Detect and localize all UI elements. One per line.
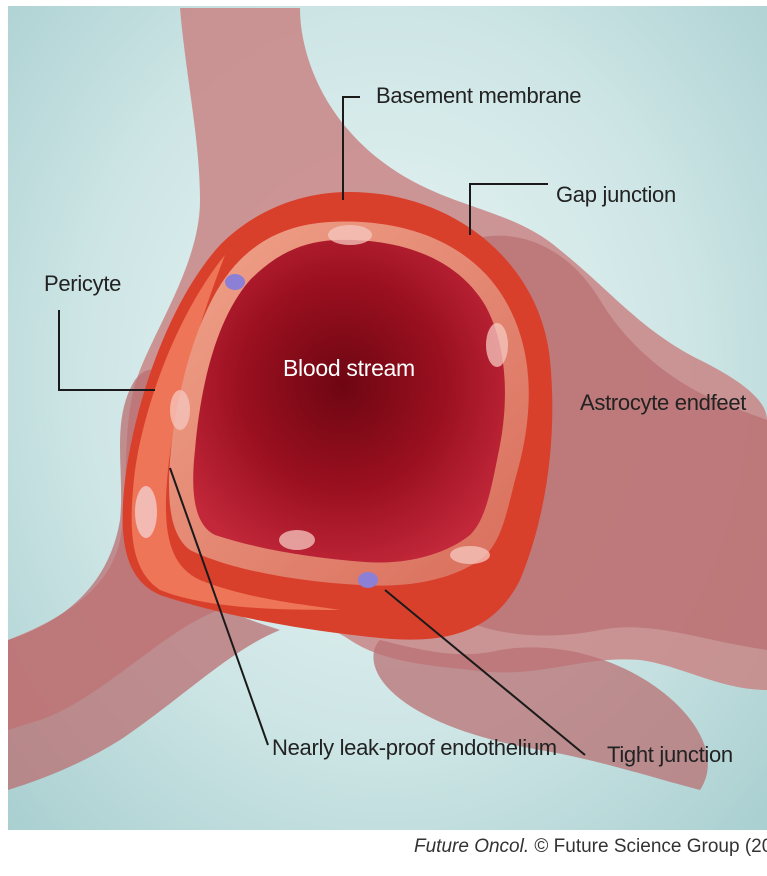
label-astrocyte-endfeet: Astrocyte endfeet: [580, 390, 746, 416]
label-blood-stream: Blood stream: [283, 355, 415, 382]
credit-journal: Future Oncol.: [414, 836, 529, 857]
label-tight-junction: Tight junction: [607, 742, 733, 768]
tight-junction-dot-bottom: [358, 572, 378, 588]
copyright-credit: Future Oncol. © Future Science Group (20…: [414, 836, 767, 858]
label-gap-junction: Gap junction: [556, 182, 676, 208]
label-endothelium: Nearly leak-proof endothelium: [272, 735, 557, 761]
credit-rest: © Future Science Group (2012): [529, 836, 767, 857]
label-basement-membrane: Basement membrane: [376, 83, 581, 109]
tight-junction-dot-top: [225, 274, 245, 290]
label-pericyte: Pericyte: [44, 271, 121, 297]
